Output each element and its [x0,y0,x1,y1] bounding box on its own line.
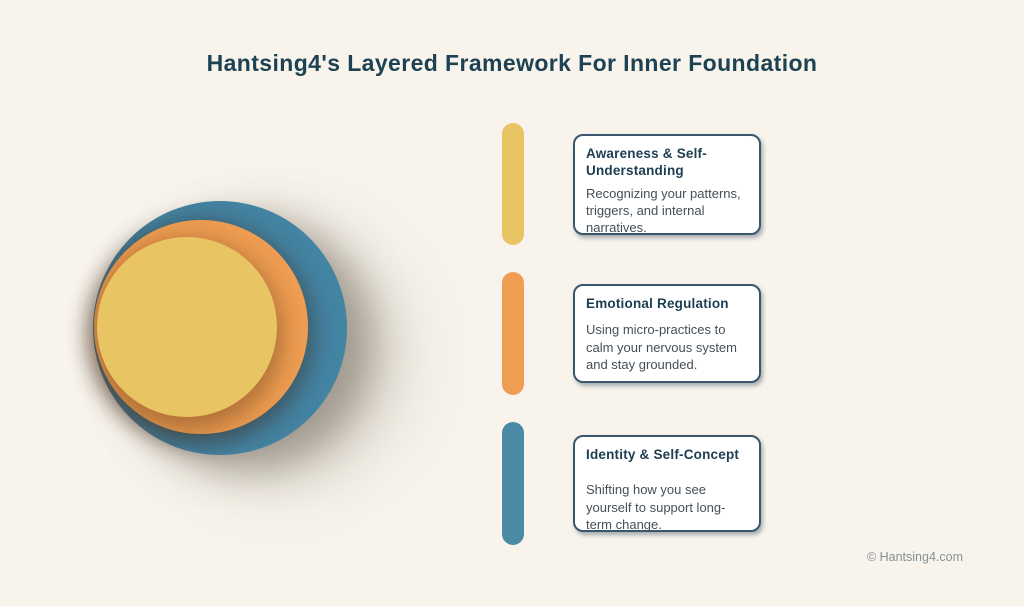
identity-pill-marker [502,422,524,545]
card-emotional-regulation-description: Using micro-practices to calm your nervo… [586,322,737,372]
card-emotional-regulation-title: Emotional Regulation [586,296,729,311]
page-title: Hantsing4's Layered Framework For Inner … [206,50,818,76]
card-identity: Identity & Self-Concept Shifting how you… [573,435,761,532]
awareness-pill-marker [502,123,524,245]
layered-circles-graphic [93,201,347,455]
inner-layer-circle [97,237,277,417]
copyright-credit: © Hantsing4.com [866,550,963,564]
card-identity-description: Shifting how you see yourself to support… [586,482,726,532]
card-awareness: Awareness & Self-Understanding Recognizi… [573,134,761,235]
card-emotional-regulation: Emotional Regulation Using micro-practic… [573,284,761,383]
card-awareness-title: Awareness & Self-Understanding [586,146,707,179]
card-identity-title: Identity & Self-Concept [586,447,740,462]
card-awareness-description: Recognizing your patterns, triggers, and… [586,185,741,236]
emotional-regulation-pill-marker [502,272,524,395]
